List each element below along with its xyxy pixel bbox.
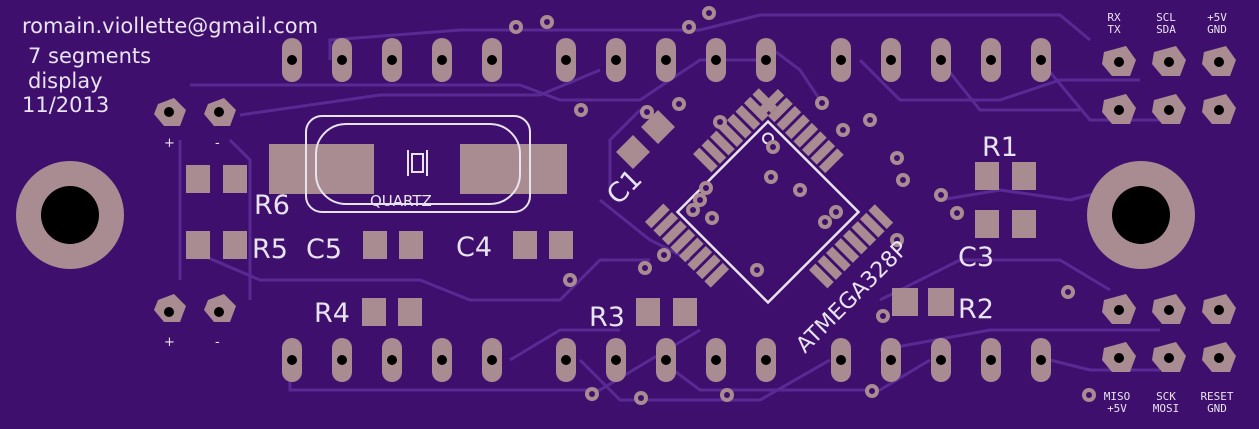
- label-r3: R3: [589, 302, 625, 333]
- quartz-label: QUARTZ: [370, 192, 432, 210]
- label-r5: R5: [252, 234, 288, 265]
- mounting-hole-left: [16, 161, 124, 269]
- label-r6: R6: [254, 190, 290, 221]
- reset-label: RESET: [1200, 390, 1233, 403]
- label-c4: C4: [456, 232, 492, 263]
- scl-label: SCL: [1156, 11, 1176, 24]
- header-email: romain.viollette@gmail.com: [22, 14, 318, 38]
- tx-label: TX: [1107, 23, 1121, 36]
- gnd-bottom-label: GND: [1207, 402, 1227, 415]
- v5-bottom-label: +5V: [1107, 402, 1127, 415]
- minus-label-bottom: -: [215, 335, 220, 350]
- label-c3: C3: [958, 242, 994, 273]
- header-line-2: 7 segments: [28, 44, 151, 68]
- header-line-3: display: [28, 69, 103, 93]
- header-date: 11/2013: [22, 93, 109, 117]
- bottom-header-holes: [287, 355, 1046, 365]
- label-c5: C5: [306, 234, 342, 265]
- power-pads-left: [154, 98, 236, 322]
- label-r1: R1: [982, 132, 1018, 163]
- minus-label-top: -: [215, 136, 220, 151]
- quartz-outline: [305, 115, 531, 213]
- sda-label: SDA: [1156, 23, 1176, 36]
- gnd-top-label: GND: [1207, 23, 1227, 36]
- rx-label: RX: [1107, 11, 1121, 24]
- miso-label: MISO: [1104, 390, 1131, 403]
- label-r2: R2: [958, 294, 994, 325]
- mounting-hole-right: [1087, 161, 1195, 269]
- mosi-label: MOSI: [1153, 402, 1180, 415]
- sck-label: SCK: [1156, 390, 1176, 403]
- plus-label-bottom: +: [164, 335, 175, 350]
- v5-top-label: +5V: [1207, 11, 1227, 24]
- via-holes: [513, 10, 1092, 401]
- connector-pads-right: [1102, 46, 1236, 372]
- atmega-chip: [644, 88, 894, 305]
- top-header-holes: [287, 55, 1046, 65]
- label-r4: R4: [314, 298, 350, 329]
- connector-labels-top: RX TX SCL SDA +5V GND: [1107, 11, 1227, 36]
- plus-label-top: +: [164, 136, 175, 151]
- smd-pads: [186, 110, 1036, 326]
- connector-labels-bottom: MISO +5V SCK MOSI RESET GND: [1104, 390, 1234, 415]
